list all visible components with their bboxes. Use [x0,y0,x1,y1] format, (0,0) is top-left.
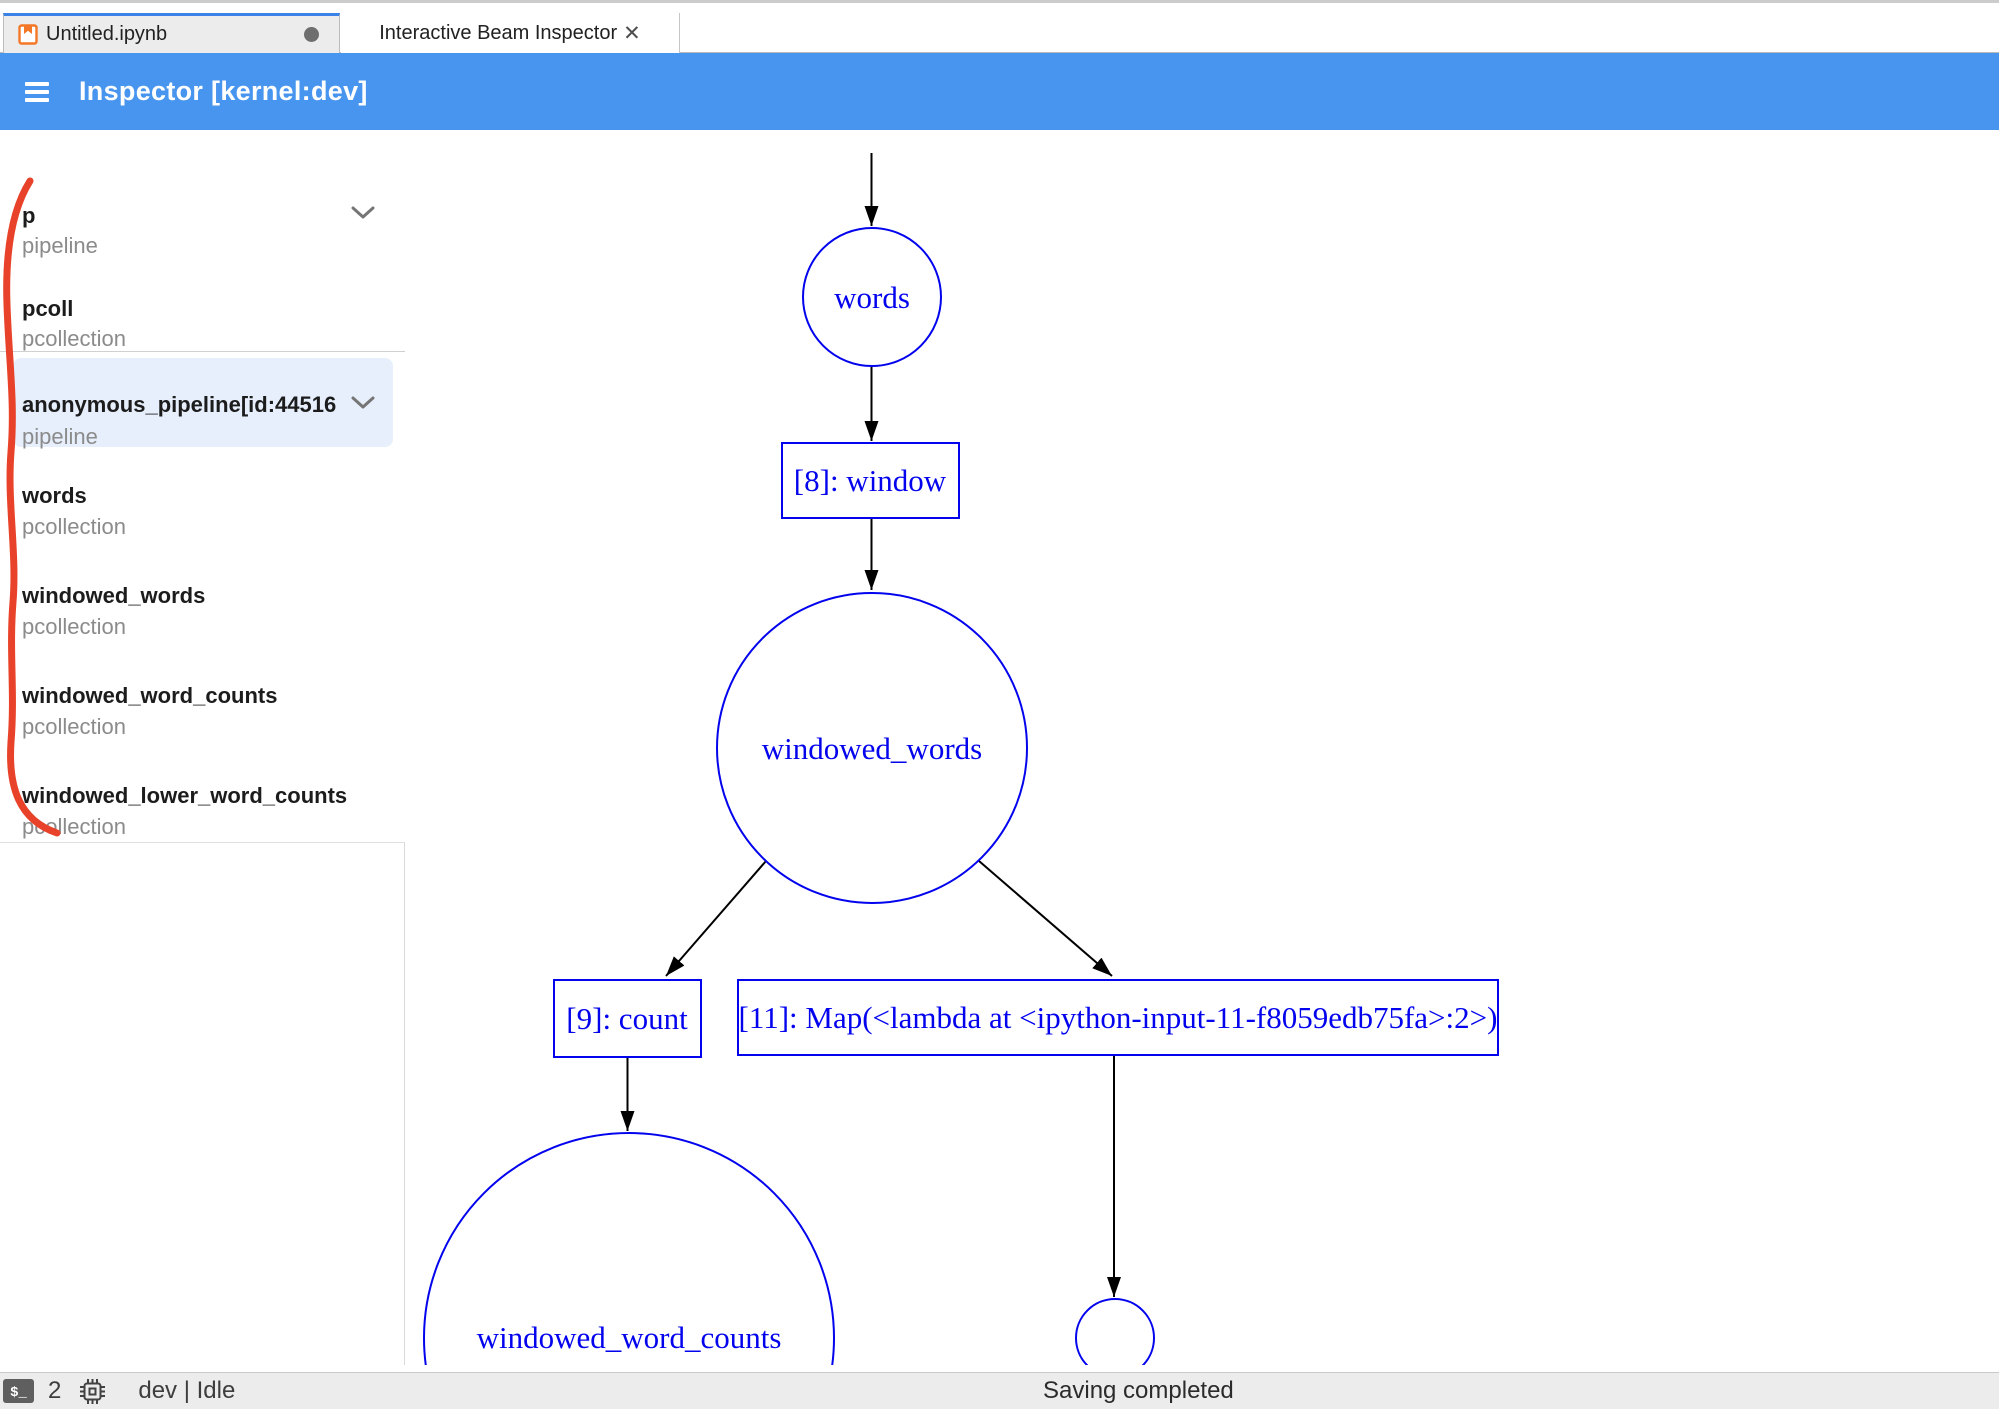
node-map-label: [11]: Map(<lambda at <ipython-input-11-f… [739,1000,1498,1035]
unsaved-changes-dot[interactable] [304,27,319,42]
tab-untitled-notebook[interactable]: Untitled.ipynb [3,13,340,53]
sidebar-item-pcoll[interactable]: pcoll [22,296,74,321]
selected-row-highlight [13,358,393,447]
kernel-chip-icon[interactable] [79,1378,106,1405]
notebook-icon [18,24,38,45]
tab-bar-top-strip [0,0,1999,3]
inspector-content: p pipeline pcoll pcollection anonymous_p… [0,130,1999,1365]
tab-interactive-beam-inspector[interactable]: Interactive Beam Inspector ✕ [341,13,680,53]
close-tab-icon[interactable]: ✕ [623,21,641,45]
item-type-label: pcollection [22,614,126,639]
menu-icon[interactable] [25,81,49,102]
sidebar-item-anonymous-pipeline[interactable]: anonymous_pipeline[id:44516... [22,392,337,417]
tab-label: Untitled.ipynb [46,23,168,45]
sidebar-item-windowed-lower-word-counts[interactable]: windowed_lower_word_counts [22,783,348,808]
terminal-count[interactable]: 2 [48,1377,62,1404]
item-type-label: pcollection [22,814,126,839]
status-bar: $_ 2 dev | Idle Saving completed [0,1372,1999,1409]
chevron-down-icon[interactable] [351,396,375,410]
node-window-rect[interactable] [781,442,960,519]
dock-tab-bar: Untitled.ipynb Interactive Beam Inspecto… [0,0,1999,53]
item-type-label: pipeline [22,233,98,258]
item-type-label: pcollection [22,326,126,351]
edge-windowed-words-to-map [978,860,1113,977]
node-windowed-word-counts-label: windowed_word_counts [477,1320,782,1355]
pipeline-dag: words [8]: window windowed_words [9]: co… [406,130,1999,1365]
kernel-status[interactable]: dev | Idle [138,1377,236,1404]
sidebar-item-windowed-word-counts[interactable]: windowed_word_counts [22,683,278,708]
node-windowed-lower-word-counts-circle[interactable] [1075,1298,1155,1365]
node-windowed-words-circle[interactable] [716,592,1028,904]
pipeline-sidebar: p pipeline pcoll pcollection anonymous_p… [0,130,405,1365]
node-words-label: words [834,280,910,315]
tab-label: Interactive Beam Inspector [379,21,618,44]
node-windowed-word-counts-circle[interactable] [423,1132,835,1365]
sidebar-item-p[interactable]: p [22,203,36,228]
sidebar-item-words[interactable]: words [22,483,87,508]
item-type-label: pcollection [22,714,126,739]
save-status-message: Saving completed [1043,1377,1234,1404]
node-window-label: [8]: window [794,463,947,498]
chevron-down-icon[interactable] [351,206,375,220]
pipeline-list: p pipeline pcoll pcollection anonymous_p… [0,130,405,843]
page-title: Inspector [kernel:dev] [79,76,368,106]
edge-windowed-words-to-count [665,860,767,977]
node-words-circle[interactable] [802,227,942,367]
node-count-label: [9]: count [566,1001,688,1036]
node-map-rect[interactable] [737,979,1499,1056]
item-type-label: pipeline [22,424,98,449]
group-divider [0,351,405,352]
item-type-label: pcollection [22,514,126,539]
node-count-rect[interactable] [553,979,702,1058]
inspector-toolbar: Inspector [kernel:dev] [0,53,1999,130]
terminal-icon[interactable]: $_ [3,1379,34,1403]
node-windowed-words-label: windowed_words [762,731,982,766]
sidebar-item-windowed-words[interactable]: windowed_words [22,583,206,608]
